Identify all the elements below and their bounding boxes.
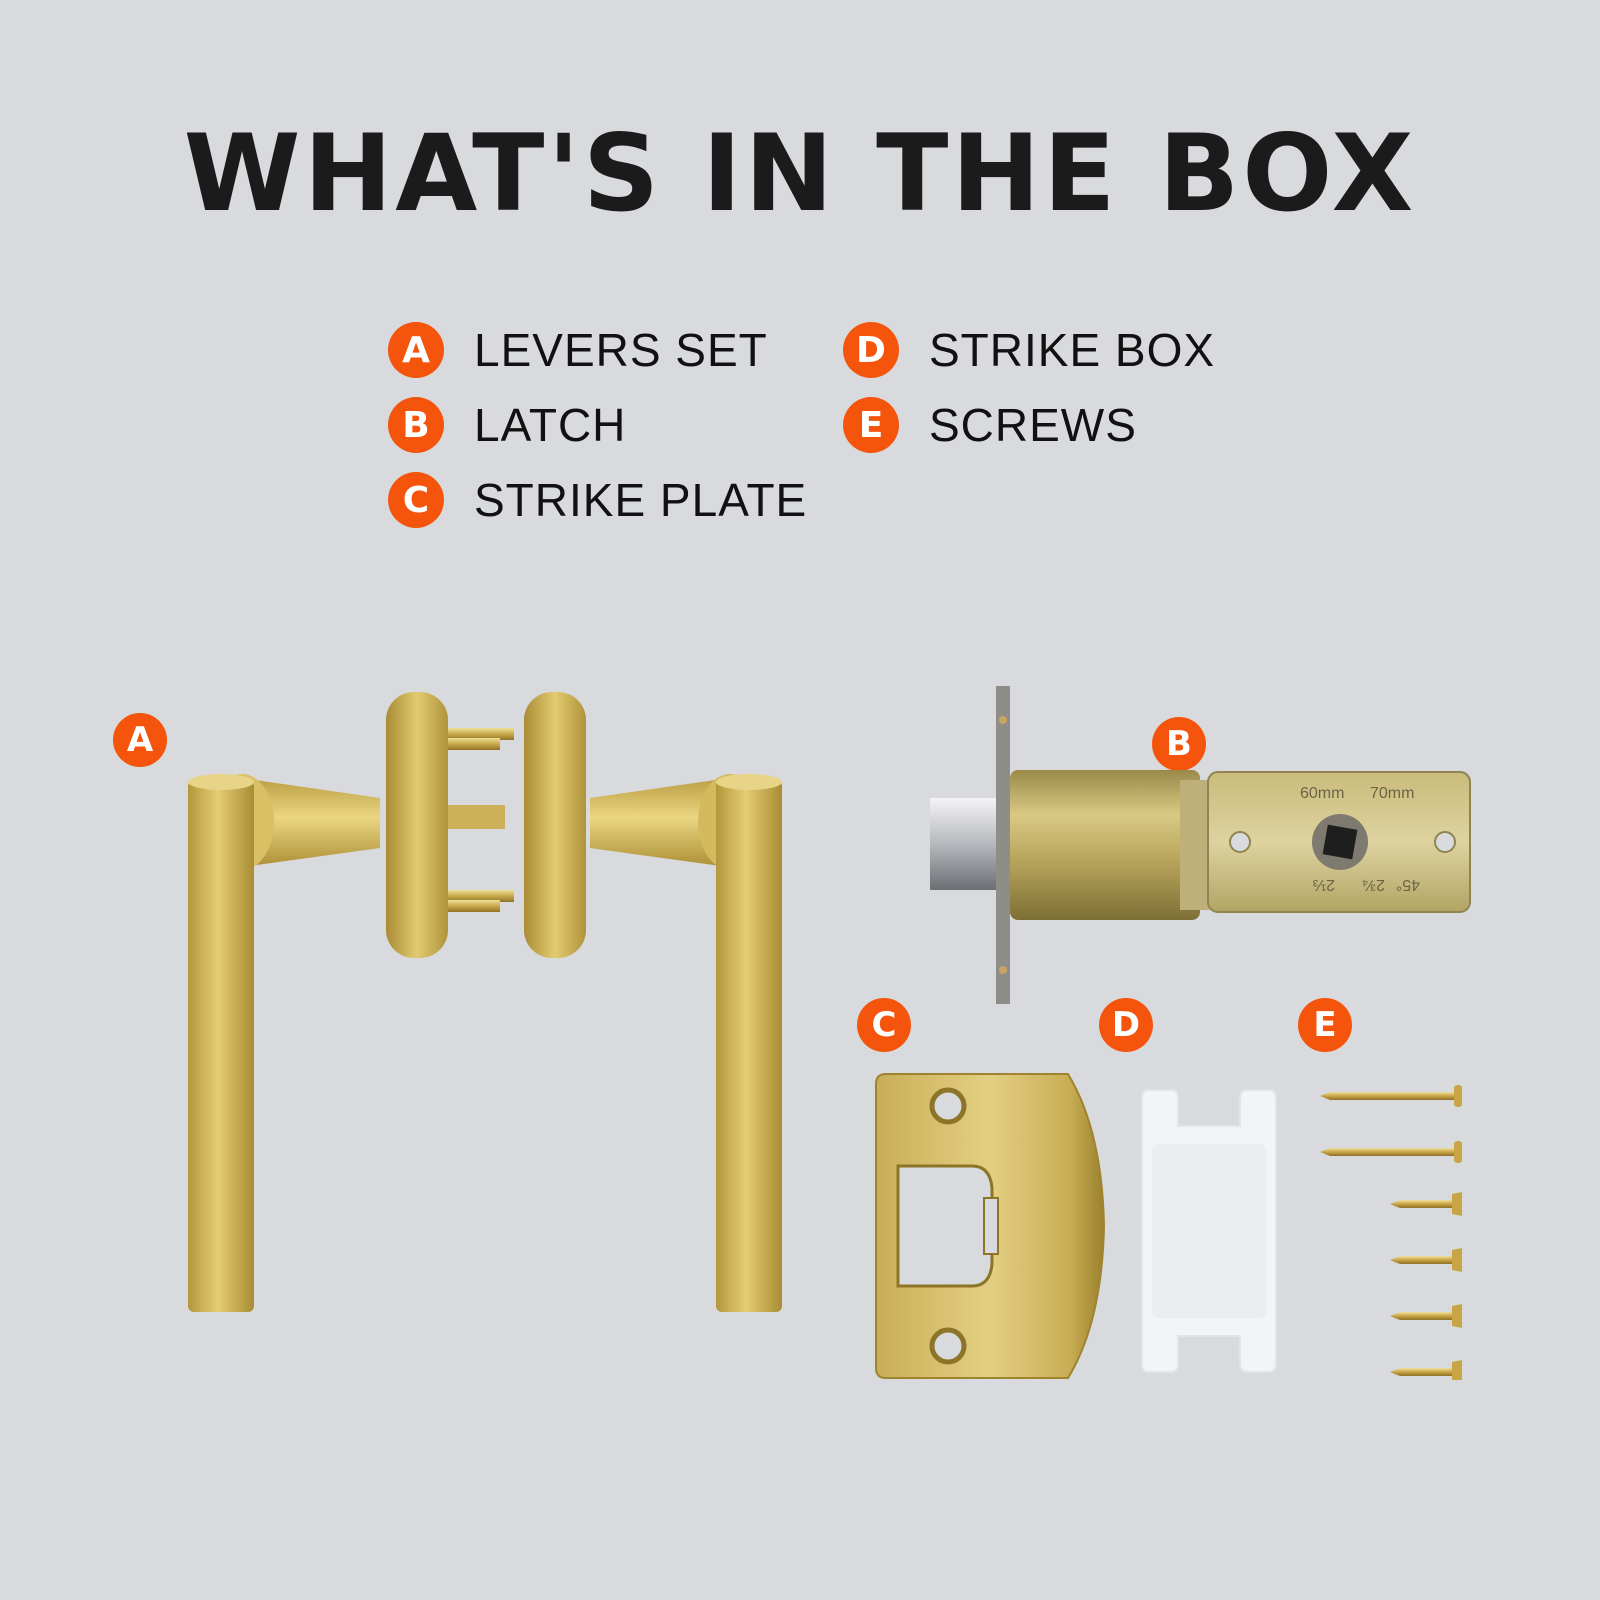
page-title: WHAT'S IN THE BOX bbox=[183, 112, 1417, 235]
latch-faceplate bbox=[996, 686, 1010, 1004]
legend-item-strike-box: D STRIKE BOX bbox=[843, 322, 1215, 378]
legend-item-latch: B LATCH bbox=[388, 397, 626, 453]
legend-label-strike-box: STRIKE BOX bbox=[929, 324, 1216, 376]
strike-plate-screw-hole-bottom bbox=[929, 1327, 967, 1365]
tag-screws: E bbox=[1298, 998, 1352, 1052]
short-screw-2 bbox=[1390, 1248, 1462, 1272]
marking-inch-1: 2⅓ bbox=[1313, 876, 1335, 893]
legend-badge-e: E bbox=[843, 397, 899, 453]
tag-strike-box: D bbox=[1099, 998, 1153, 1052]
legend-item-strike-plate: C STRIKE PLATE bbox=[388, 472, 807, 528]
legend-label-strike-plate: STRIKE PLATE bbox=[474, 474, 808, 526]
right-lever-bar bbox=[716, 780, 782, 1312]
short-screw-3 bbox=[1390, 1304, 1462, 1328]
marking-inch-2: 2¾ bbox=[1362, 876, 1385, 893]
legend-badge-a: A bbox=[388, 322, 444, 378]
short-screw-1 bbox=[1390, 1192, 1462, 1216]
legend-item-screws: E SCREWS bbox=[843, 397, 1137, 453]
tag-levers-set: A bbox=[113, 713, 167, 767]
legend-badge-b: B bbox=[388, 397, 444, 453]
strike-box-illustration bbox=[1141, 1089, 1277, 1373]
marking-70mm: 70mm bbox=[1370, 785, 1414, 802]
legend-label-levers-set: LEVERS SET bbox=[474, 324, 768, 376]
short-screw-4 bbox=[1390, 1360, 1462, 1380]
legend-item-levers-set: A LEVERS SET bbox=[388, 322, 768, 378]
left-lever-bar bbox=[188, 780, 254, 1312]
left-rose bbox=[386, 692, 448, 958]
contents-legend: A LEVERS SET B LATCH C STRIKE PLATE D ST… bbox=[388, 322, 1248, 542]
tag-strike-plate: C bbox=[857, 998, 911, 1052]
marking-angle: 45° bbox=[1396, 876, 1420, 893]
legend-badge-d: D bbox=[843, 322, 899, 378]
legend-label-screws: SCREWS bbox=[929, 399, 1137, 451]
screws-illustration bbox=[1320, 1085, 1462, 1380]
tag-latch: B bbox=[1152, 717, 1206, 771]
spindle-hole bbox=[1322, 824, 1358, 860]
levers-set-illustration bbox=[188, 692, 782, 1312]
marking-60mm: 60mm bbox=[1300, 785, 1344, 802]
latch-illustration: 60mm 70mm 2⅓ 2¾ 45° bbox=[930, 686, 1471, 1004]
strike-plate-screw-hole-top bbox=[929, 1087, 967, 1125]
legend-badge-c: C bbox=[388, 472, 444, 528]
strike-plate-latch-opening bbox=[896, 1164, 994, 1288]
legend-label-latch: LATCH bbox=[474, 399, 627, 451]
strike-plate-illustration bbox=[875, 1073, 1106, 1379]
latch-tube bbox=[1010, 770, 1200, 920]
right-rose bbox=[524, 692, 586, 958]
long-screw-1 bbox=[1320, 1085, 1462, 1107]
long-screw-2 bbox=[1320, 1141, 1462, 1163]
